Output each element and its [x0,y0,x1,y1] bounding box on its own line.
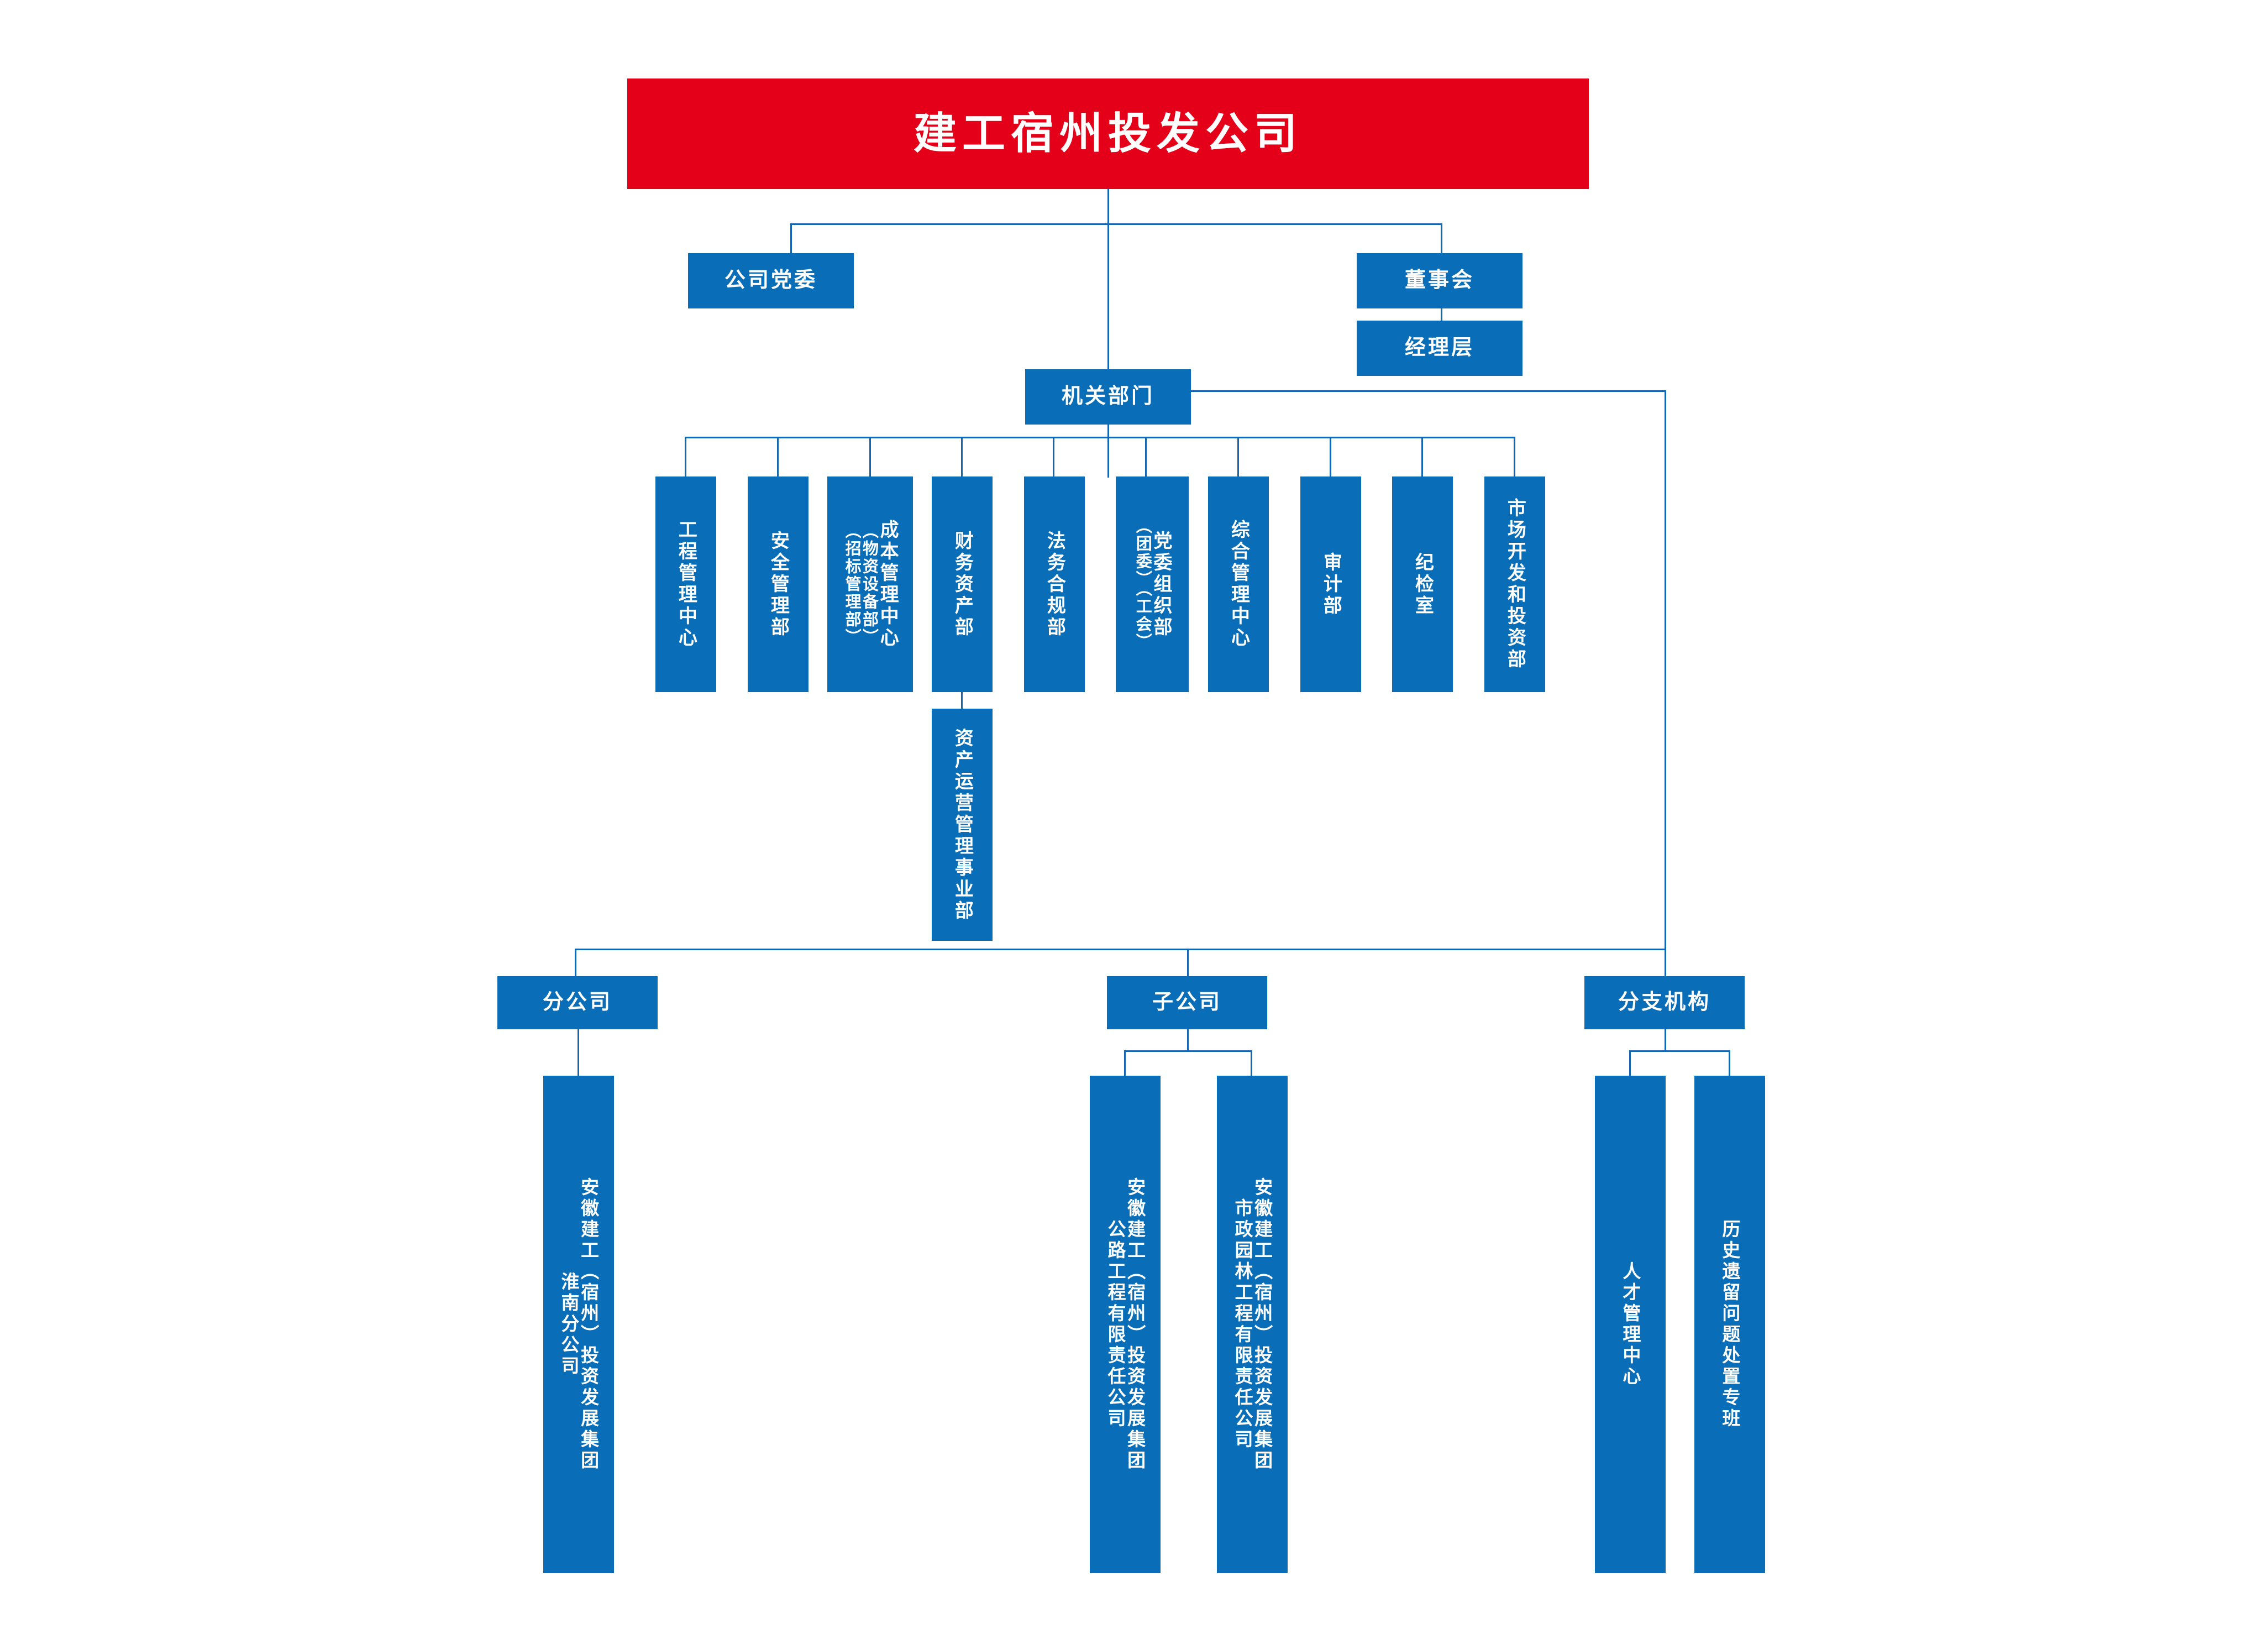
dept-label-line-1: 审计部 [1320,552,1342,617]
dept-safety-management-dept[interactable]: 安全管理部 [748,476,809,692]
leaf-talent-management-center[interactable]: 人才管理中心 [1595,1076,1666,1573]
leaf-label-line-2: 公路工程有限责任公司 [1105,1219,1126,1429]
leaf-label-line-2: 淮南分公司 [559,1272,579,1377]
dept-label-line-2: （团委）（工会） [1133,517,1152,651]
connector-dept-stem-9 [1421,437,1423,478]
node-functional-departments-label: 机关部门 [1061,385,1154,409]
connector-subsidiary-to-child-1 [1124,1050,1126,1077]
leaf-label-line-1: 人才管理中心 [1620,1261,1641,1387]
connector-institution-to-child-2 [1729,1050,1730,1077]
connector-departments-to-right-rail [1191,390,1666,392]
dept-label-line-1: 市场开发和投资部 [1504,498,1526,671]
node-management-layer-label: 经理层 [1404,336,1474,360]
connector-finance-to-asset-division [961,692,963,715]
root-node-company[interactable]: 建工宿州投发公司 [627,78,1589,189]
connector-branch-to-child-1 [578,1029,579,1077]
leaf-label-line-1: 安徽建工（宿州）投资发展集团 [1252,1177,1273,1472]
connector-institution-trunk [1665,1029,1666,1051]
group-header-label: 子公司 [1152,991,1222,1014]
group-header-label: 分支机构 [1618,991,1711,1014]
leaf-label-line-2: 市政园林工程有限责任公司 [1232,1198,1253,1451]
connector-institution-bar [1629,1050,1730,1052]
connector-root-trunk [1107,189,1109,389]
node-asset-operation-management-division[interactable]: 资产运营管理事业部 [932,709,993,941]
dept-label-line-1: 成本管理中心 [877,520,899,649]
connector-subsidiary-bar [1124,1050,1252,1052]
dept-label-line-2: （物资设备部） [860,522,878,646]
leaf-huainan-branch[interactable]: 安徽建工（宿州）投资发展集团 淮南分公司 [543,1076,614,1573]
dept-engineering-management-center[interactable]: 工程管理中心 [655,476,716,692]
node-functional-departments[interactable]: 机关部门 [1025,369,1191,425]
connector-to-board [1441,223,1442,254]
leaf-label-line-1: 安徽建工（宿州）投资发展集团 [578,1177,599,1472]
group-header-branch-companies[interactable]: 分公司 [497,976,658,1029]
leaf-municipal-landscape-engineering-llc[interactable]: 安徽建工（宿州）投资发展集团 市政园林工程有限责任公司 [1217,1076,1288,1573]
connector-right-rail-vertical [1665,390,1666,950]
leaf-label-line-1: 安徽建工（宿州）投资发展集团 [1125,1177,1146,1472]
connector-root-bar [790,223,1442,225]
connector-bottom-stem-subsidiary [1187,949,1189,977]
dept-label-line-1: 安全管理部 [768,530,789,638]
connector-subsidiary-trunk [1187,1029,1189,1051]
dept-party-organization-dept[interactable]: 党委组织部 （团委）（工会） [1116,476,1189,692]
root-node-label: 建工宿州投发公司 [913,109,1303,158]
dept-cost-management-center[interactable]: 成本管理中心 （物资设备部） （招标管理部） [827,476,913,692]
node-management-layer[interactable]: 经理层 [1357,321,1523,376]
leaf-highway-engineering-llc[interactable]: 安徽建工（宿州）投资发展集团 公路工程有限责任公司 [1090,1076,1161,1573]
group-header-branch-institutions[interactable]: 分支机构 [1584,976,1745,1029]
connector-dept-stem-8 [1330,437,1331,478]
connector-subsidiary-to-child-2 [1251,1050,1252,1077]
connector-to-party-committee [790,223,792,254]
connector-dept-stem-6 [1145,437,1147,478]
node-party-committee-label: 公司党委 [724,269,817,292]
connector-institution-to-child-1 [1629,1050,1631,1077]
node-party-committee[interactable]: 公司党委 [688,253,854,308]
connector-dept-stem-5 [1053,437,1054,478]
node-board-of-directors-label: 董事会 [1404,269,1474,292]
connector-dept-stem-3 [869,437,871,478]
connector-bottom-stem-branch [575,949,576,977]
connector-bottom-bar [575,949,1666,950]
leaf-label-line-1: 历史遗留问题处置专班 [1719,1219,1740,1429]
connector-dept-stem-7 [1237,437,1239,478]
dept-label-line-1: 综合管理中心 [1228,520,1250,649]
dept-label-line-1: 财务资产部 [952,530,973,638]
dept-label-line-3: （招标管理部） [843,522,861,646]
dept-label-line-1: 纪检室 [1412,552,1434,617]
node-asset-operation-label: 资产运营管理事业部 [952,727,973,922]
dept-label-line-1: 党委组织部 [1151,530,1172,638]
dept-discipline-inspection-office[interactable]: 纪检室 [1392,476,1453,692]
dept-audit-dept[interactable]: 审计部 [1300,476,1361,692]
group-header-subsidiary-companies[interactable]: 子公司 [1107,976,1267,1029]
dept-label-line-1: 法务合规部 [1044,530,1065,638]
dept-legal-compliance-dept[interactable]: 法务合规部 [1024,476,1085,692]
connector-dept-stem-10 [1514,437,1515,478]
group-header-label: 分公司 [542,991,612,1014]
dept-comprehensive-management-center[interactable]: 综合管理中心 [1208,476,1269,692]
leaf-historical-issues-task-force[interactable]: 历史遗留问题处置专班 [1694,1076,1765,1573]
connector-dept-stem-2 [777,437,779,478]
node-board-of-directors[interactable]: 董事会 [1357,253,1523,308]
dept-finance-asset-dept[interactable]: 财务资产部 [932,476,993,692]
connector-departments-trunk [1107,425,1109,478]
dept-market-development-investment-dept[interactable]: 市场开发和投资部 [1484,476,1545,692]
connector-bottom-stem-institution [1665,949,1666,977]
connector-departments-bar [685,437,1514,438]
connector-dept-stem-1 [685,437,686,478]
dept-label-line-1: 工程管理中心 [675,520,697,649]
connector-dept-stem-4 [961,437,963,478]
